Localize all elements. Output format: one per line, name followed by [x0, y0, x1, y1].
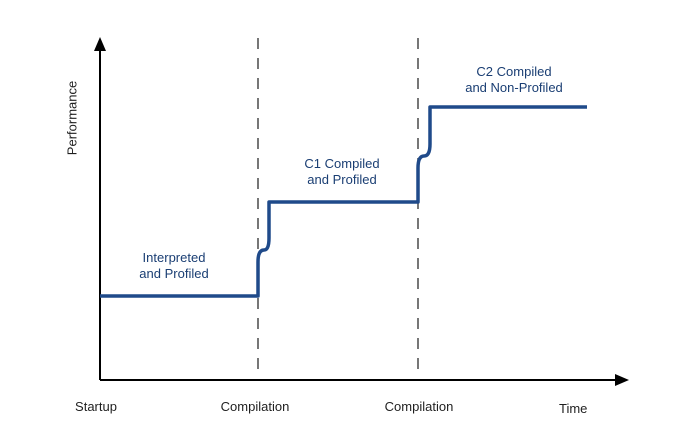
phase-c1-line1: C1 Compiled: [304, 156, 380, 171]
phase-interpreted-line1: Interpreted: [142, 250, 206, 265]
phase-c1-label: C1 Compiled and Profiled: [304, 156, 379, 188]
phase-c1-line2: and Profiled: [307, 172, 377, 187]
y-axis-arrow: [94, 37, 106, 51]
phase-c2-line2: and Non-Profiled: [465, 80, 563, 95]
tick-startup: Startup: [75, 399, 117, 414]
phase-c2-line1: C2 Compiled: [476, 64, 552, 79]
y-axis-label: Performance: [64, 80, 80, 156]
phase-interpreted-label: Interpreted and Profiled: [139, 250, 208, 282]
phase-interpreted-line2: and Profiled: [139, 266, 209, 281]
x-axis-arrow: [615, 374, 629, 386]
performance-line: [100, 105, 587, 298]
tick-compilation-1: Compilation: [220, 399, 290, 414]
tick-compilation-2: Compilation: [384, 399, 454, 414]
x-axis-label: Time: [559, 401, 588, 416]
phase-c2-label: C2 Compiled and Non-Profiled: [465, 64, 563, 96]
